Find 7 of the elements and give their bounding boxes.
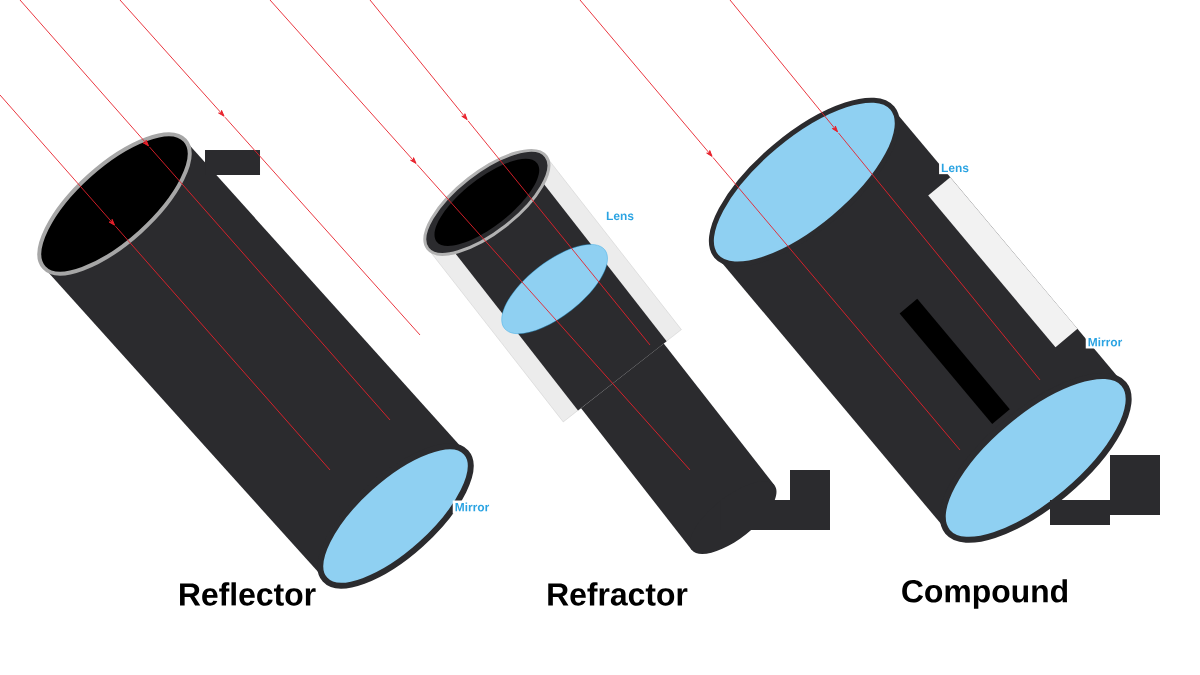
part-label: Lens: [604, 209, 636, 223]
telescope-caption: Compound: [898, 577, 1072, 611]
telescope-caption: Reflector: [175, 580, 319, 608]
part-label: Lens: [939, 161, 971, 175]
part-label: Mirror: [452, 500, 492, 514]
telescope-caption: Refractor: [544, 580, 690, 608]
part-label: Mirror: [1085, 335, 1125, 349]
